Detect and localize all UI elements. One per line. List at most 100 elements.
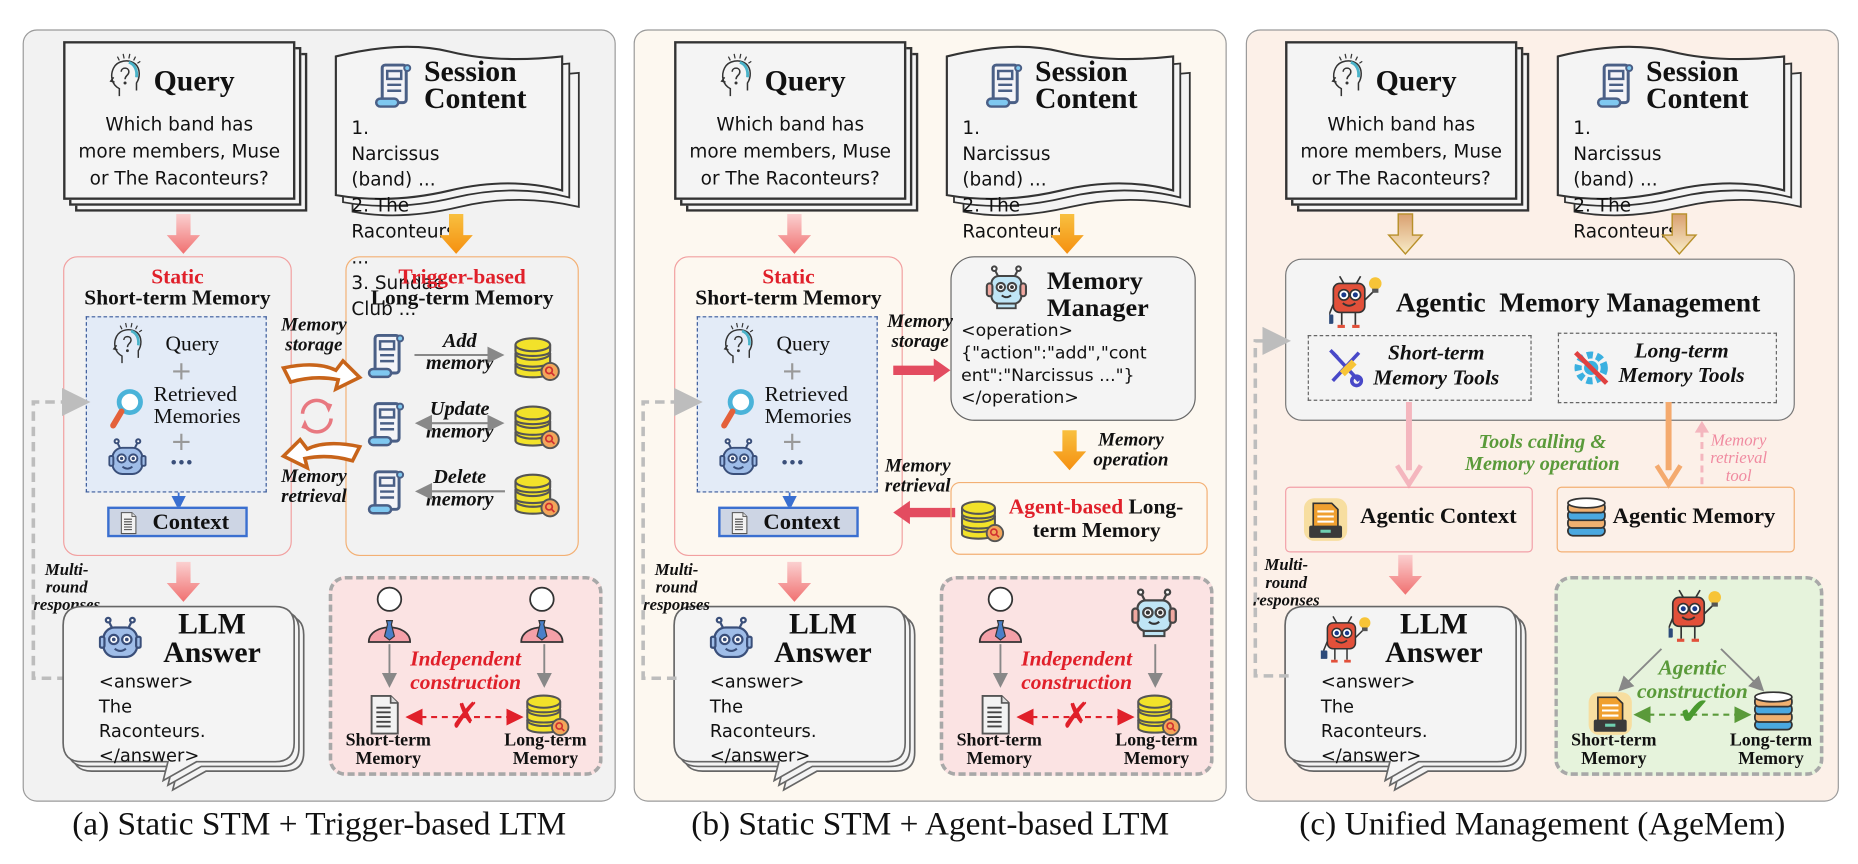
retrieval-arrow	[280, 436, 363, 472]
stm-highlight: Static	[151, 264, 204, 288]
agent-ltm-box: Agent-based Long-term Memory	[950, 481, 1208, 555]
scroll-icon	[367, 400, 407, 449]
session-item: 3. Sundae Club ...	[351, 272, 445, 320]
stm-title: Short-term Memory	[84, 285, 271, 310]
query-line: or The Raconteurs?	[1311, 168, 1491, 190]
sync-icon	[300, 398, 333, 434]
down-arrow	[166, 561, 201, 602]
session-item: 1. Narcissus (band) ...	[962, 117, 1051, 191]
agentic-context-label: Agentic Context	[1360, 504, 1517, 529]
query-title: Query	[153, 65, 235, 98]
robot-icon	[985, 264, 1028, 311]
caption-b: (b) Static STM + Agent-based LTM	[691, 806, 1170, 843]
down-arrow	[1388, 554, 1423, 595]
scroll-icon	[374, 61, 414, 110]
ltm-box: Trigger-based Long-term Memory	[345, 256, 579, 557]
query-line: more members, Muse	[1300, 141, 1503, 163]
gear-wrench-icon	[1574, 350, 1609, 385]
tools-calling-label: Tools calling &Memory operation	[1465, 430, 1620, 475]
stm-query-label: Query	[165, 331, 220, 356]
query-line: Which band has	[1327, 114, 1476, 136]
person-icon	[978, 585, 1023, 644]
robot-icon	[99, 614, 142, 666]
down-arrow	[777, 561, 812, 602]
head-question-icon	[108, 322, 146, 367]
plus-icon: +	[781, 357, 804, 387]
robot-bulb-icon	[1669, 585, 1721, 646]
down-line-arrow	[536, 644, 552, 688]
robot-icon	[1130, 588, 1178, 640]
op-arrow	[414, 482, 505, 500]
feedback-dashed-arrow	[641, 387, 703, 681]
robot-icon	[719, 437, 757, 479]
tools-icon	[1329, 349, 1364, 388]
person-icon	[367, 585, 412, 644]
down-arrow	[1387, 213, 1424, 255]
scroll-icon	[367, 468, 407, 517]
scroll-icon	[985, 61, 1025, 110]
magnifier-icon	[721, 389, 754, 429]
head-question-icon	[719, 322, 757, 367]
ltm-highlight: Trigger-based	[398, 264, 526, 288]
answer-text: <answer>The Raconteurs.</answer>	[1320, 671, 1428, 767]
orange-down-arrow	[1654, 402, 1683, 489]
plus-icon: +	[781, 427, 804, 458]
amm-title: Agentic Memory Management	[1395, 287, 1761, 318]
person-icon	[519, 585, 564, 644]
op-arrow	[414, 346, 505, 364]
caption-a: (a) Static STM + Trigger-based LTM	[72, 806, 567, 843]
database-icon	[1565, 497, 1608, 539]
magnifier-icon	[110, 389, 143, 429]
ellipsis: •••	[170, 453, 194, 474]
document-icon	[978, 694, 1014, 736]
op-arrow	[414, 414, 505, 432]
robot-icon	[1321, 614, 1373, 666]
plus-icon: +	[170, 427, 193, 458]
retrieval-arrow	[893, 500, 956, 525]
robot-bulb-icon	[1329, 272, 1381, 333]
database-icon	[1752, 691, 1795, 733]
stm-title: Short-term Memory	[695, 285, 882, 310]
answer-text: <answer>The Raconteurs.</answer>	[98, 671, 206, 767]
down-arrow	[1052, 430, 1087, 471]
link-arrow	[1633, 706, 1752, 724]
query-line: or The Raconteurs?	[89, 168, 269, 190]
query-card: Query Which band has more members, Muse …	[63, 41, 296, 200]
robot-icon	[710, 614, 753, 666]
stm-query-label: Query	[776, 331, 831, 356]
scroll-icon	[1596, 61, 1636, 110]
ellipsis: •••	[781, 453, 805, 474]
storage-arrow	[280, 358, 363, 393]
query-line: Which band has	[716, 114, 865, 136]
document-icon	[728, 511, 752, 535]
storage-arrow	[893, 358, 951, 383]
query-title: Query	[764, 65, 846, 98]
broken-link-arrow	[1016, 708, 1135, 726]
database-icon	[512, 473, 562, 520]
check-icon: ✔	[1678, 688, 1711, 734]
stm-box: Static Short-term Memory Query + Retriev…	[63, 256, 292, 557]
